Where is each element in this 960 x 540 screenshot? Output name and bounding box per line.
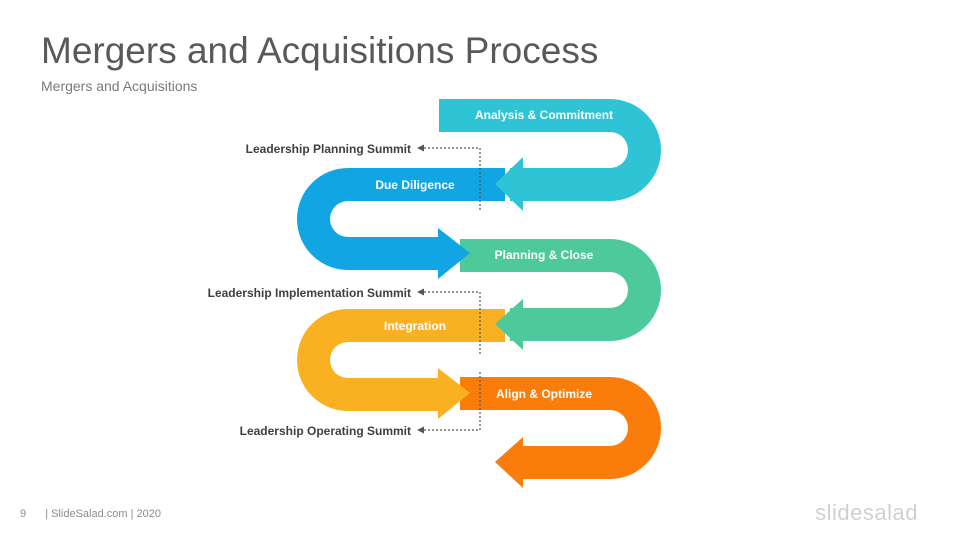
arrow-left-icon [495, 299, 523, 350]
summit-arrowheads [417, 144, 424, 434]
footer-credit: | SlideSalad.com | 2020 [45, 508, 161, 520]
arrow-right-icon [438, 368, 470, 419]
arrow-left-icon [495, 437, 523, 488]
step-planning-close: Planning & Close [460, 239, 661, 350]
arrow-left-icon [417, 426, 424, 434]
step-label: Planning & Close [495, 248, 594, 262]
arrow-left-icon [417, 144, 424, 152]
summit-connectors [424, 147, 481, 431]
step-label: Integration [384, 319, 446, 333]
footer: 9 | SlideSalad.com | 2020 [20, 508, 161, 520]
dotted-connector-icon [424, 372, 481, 431]
step-align-optimize: Align & Optimize [460, 377, 661, 488]
step-label: Align & Optimize [496, 387, 592, 401]
summit-label: Leadership Implementation Summit [208, 286, 411, 300]
arrow-right-icon [438, 228, 470, 279]
step-due-diligence: Due Diligence [297, 168, 505, 279]
step-analysis-commitment: Analysis & Commitment [439, 99, 661, 211]
dotted-connector-icon [424, 291, 481, 354]
page-subtitle: Mergers and Acquisitions [41, 78, 198, 94]
step-label: Due Diligence [375, 178, 455, 192]
arrow-left-icon [417, 288, 424, 296]
summit-label: Leadership Operating Summit [240, 424, 411, 438]
page-number: 9 [20, 508, 27, 520]
brand-logo: slidesalad [815, 500, 918, 525]
arrow-left-icon [495, 157, 523, 211]
summit-label: Leadership Planning Summit [246, 142, 411, 156]
page-title: Mergers and Acquisitions Process [41, 30, 599, 71]
step-integration: Integration [297, 309, 505, 419]
step-label: Analysis & Commitment [475, 108, 613, 122]
dotted-connector-icon [424, 147, 481, 210]
